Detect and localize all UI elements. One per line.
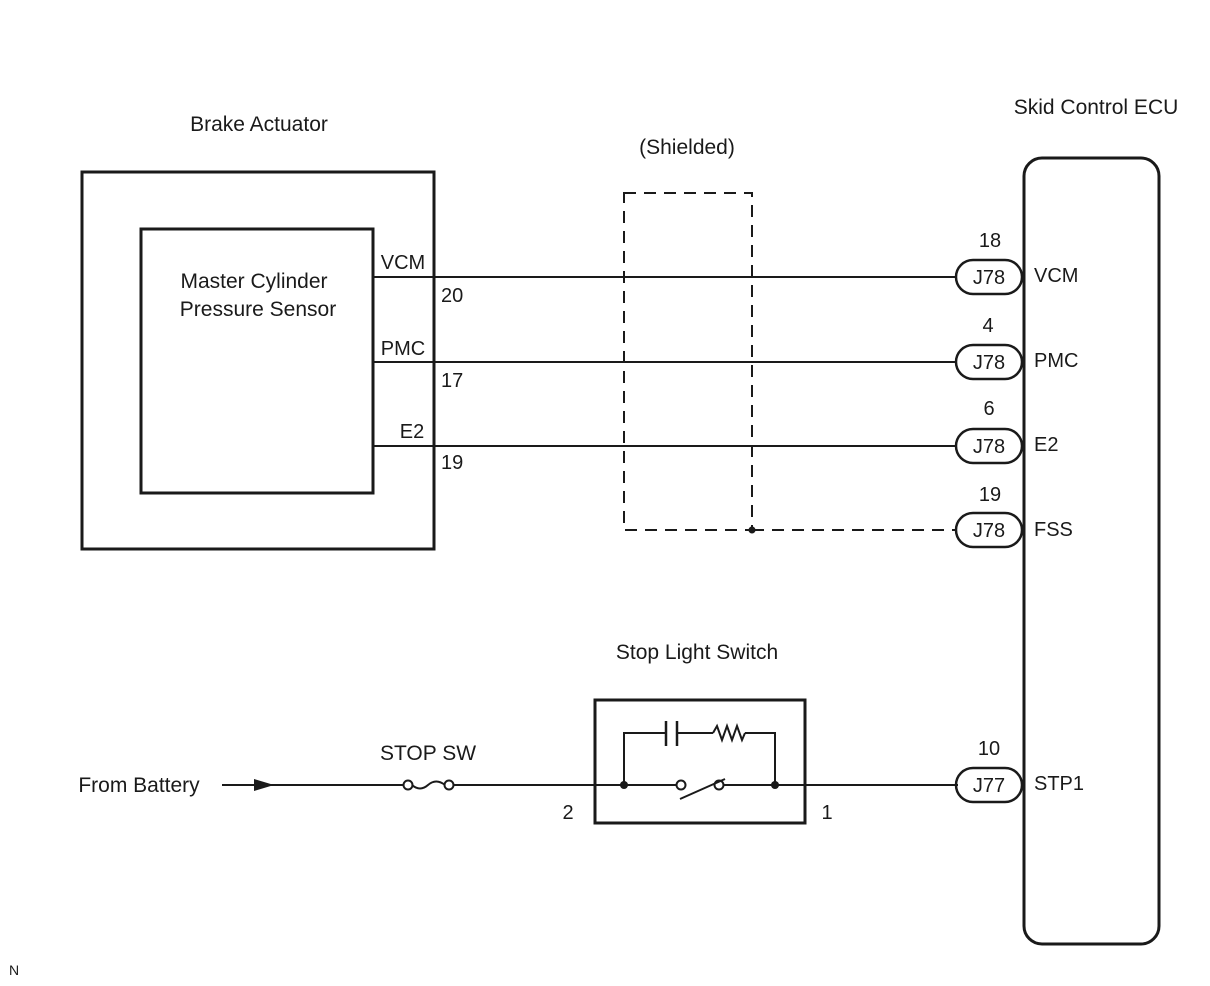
fuse-icon	[402, 779, 455, 791]
ecu-connector-fss: 19 J78 FSS	[954, 484, 1073, 549]
ecu-pin-name: E2	[1034, 434, 1058, 456]
connector-capsule	[954, 258, 1024, 296]
connector-capsule	[954, 511, 1024, 549]
pressure-sensor-box	[139, 227, 375, 495]
sensor-pin-number: 17	[441, 370, 463, 392]
sensor-pin-name: E2	[400, 421, 424, 443]
ecu-connector-pmc: 4 J78 PMC	[954, 315, 1078, 381]
connector-capsule	[954, 343, 1024, 381]
shielded-label: (Shielded)	[639, 136, 735, 159]
ecu-pin-number: 18	[979, 230, 1001, 252]
sensor-pin-number: 19	[441, 452, 463, 474]
fuse-label: STOP SW	[380, 742, 476, 765]
connector-id: J78	[973, 520, 1005, 542]
ecu-pin-number: 6	[983, 398, 994, 420]
skid-control-ecu-box	[1022, 156, 1161, 946]
connector-id: J78	[973, 352, 1005, 374]
sensor-pin-name: VCM	[381, 252, 425, 274]
ecu-pin-number: 4	[982, 315, 993, 337]
ecu-connector-vcm: 18 J78 VCM	[954, 230, 1078, 296]
stop-light-switch-box	[593, 698, 807, 825]
brake-actuator-title: Brake Actuator	[190, 113, 328, 136]
ecu-pin-number: 10	[978, 738, 1000, 760]
sensor-pin-name: PMC	[381, 338, 425, 360]
ecu-pin-name: VCM	[1034, 265, 1078, 287]
sensor-pin-number: 20	[441, 285, 463, 307]
connector-capsule	[954, 427, 1024, 465]
from-battery-label: From Battery	[78, 774, 200, 797]
switch-blade-icon	[679, 778, 726, 800]
ecu-pin-name: STP1	[1034, 773, 1084, 795]
ecu-connector-e2: 6 J78 E2	[954, 398, 1058, 465]
shield-junction-dot	[748, 526, 756, 534]
switch-pin-left: 2	[562, 802, 573, 824]
pressure-sensor-label-line1: Master Cylinder	[180, 270, 327, 293]
connector-id: J78	[973, 267, 1005, 289]
switch-pin-right: 1	[821, 802, 832, 824]
skid-control-ecu-title: Skid Control ECU	[1014, 96, 1179, 119]
ecu-pin-number: 19	[979, 484, 1001, 506]
resistor-icon	[712, 723, 746, 743]
arrow-right-icon	[254, 779, 274, 791]
stop-light-switch-title: Stop Light Switch	[616, 641, 778, 664]
switch-contact-icon	[675, 779, 687, 791]
switch-internal-circuit	[595, 721, 805, 800]
ecu-pin-name: PMC	[1034, 350, 1078, 372]
pressure-sensor-label-line2: Pressure Sensor	[180, 298, 336, 321]
connector-id: J77	[973, 775, 1005, 797]
ecu-pin-name: FSS	[1034, 519, 1073, 541]
connector-id: J78	[973, 436, 1005, 458]
footer-mark: N	[9, 962, 19, 978]
